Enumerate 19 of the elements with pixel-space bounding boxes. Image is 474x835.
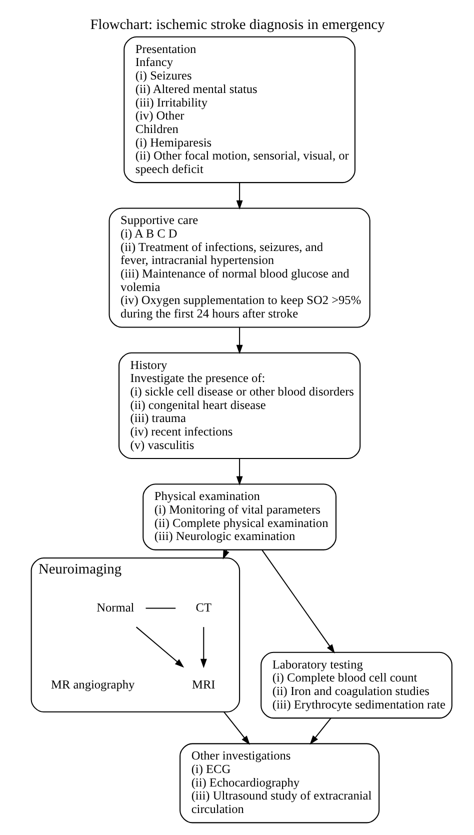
arrow xyxy=(236,182,242,210)
arrow xyxy=(236,327,242,354)
node-text: Normal xyxy=(96,600,134,614)
arrow xyxy=(309,717,331,744)
node-box: History Investigate the presence of: (i) sickle cell disease or other blood disorders (ii) congenital heart disease (iii) trauma (iv) recent infections (v) vasculitis xyxy=(118,352,360,459)
node-box: Laboratory testing (i) Complete blood cell count (ii) Iron and coagulation studies (iii) Erythrocyte sedimentation rate xyxy=(260,651,452,718)
node-box: Supportive care (i) A B C D (ii) Treatment of infections, seizures, and fever, intracranial hypertension (iii) Maintenance of normal blood glucose and volemia (iv) Oxygen supplementation to keep SO2 >95% during the first 24 hours after stroke xyxy=(108,207,370,328)
arrow xyxy=(261,549,334,654)
node-box: Other investigations (i) ECG (ii) Echocardiography (iii) Ultrasound study of extracranial circulation xyxy=(179,742,380,823)
node-text: MRI xyxy=(192,676,215,691)
node-text: MR angiography xyxy=(50,676,134,691)
arrow xyxy=(223,711,250,744)
node-text: CT xyxy=(195,600,212,614)
arrow xyxy=(200,626,206,668)
arrow xyxy=(136,626,184,668)
connector xyxy=(145,607,176,608)
node-box: Presentation Infancy (i) Seizures (ii) Altered mental status (iii) Irritability (iv) Other Children (i) Hemiparesis (ii) Other focal motion, sensorial, visual, or speech deficit xyxy=(123,36,355,183)
arrow xyxy=(236,458,242,485)
diagram-title: Flowchart: ischemic stroke diagnosis in emergency xyxy=(90,16,384,32)
